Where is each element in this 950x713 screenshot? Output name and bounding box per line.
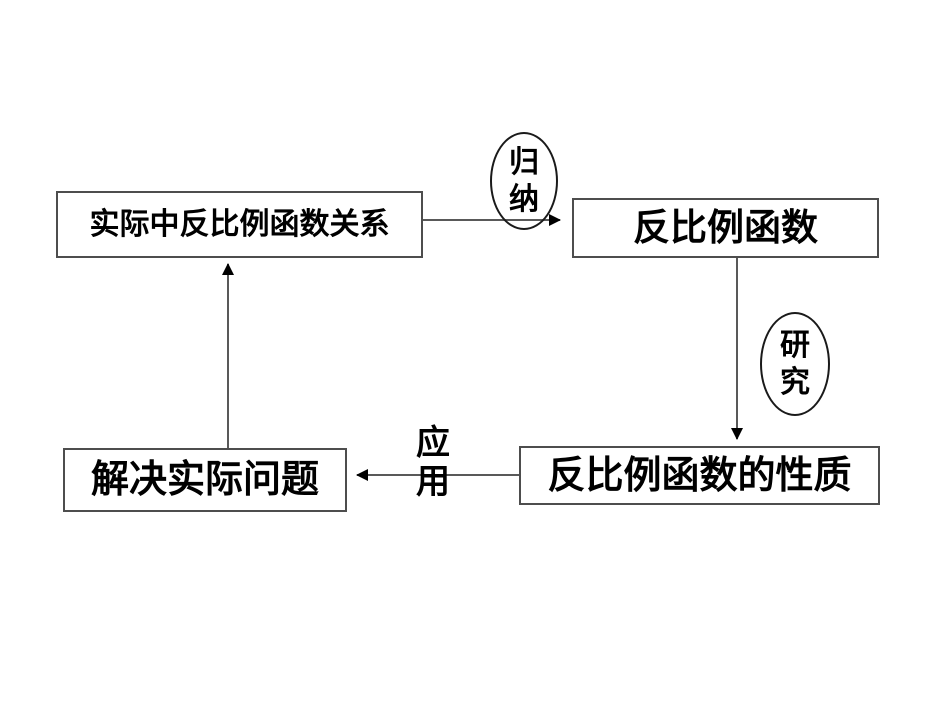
node-real-world-relation: 实际中反比例函数关系 (56, 191, 423, 258)
node-inverse-function-label: 反比例函数 (633, 207, 818, 249)
node-solve-practical-problems: 解决实际问题 (63, 448, 347, 512)
edge-label-oval-induce: 归纳 (490, 132, 558, 230)
node-solve-practical-problems-label: 解决实际问题 (90, 459, 319, 501)
node-inverse-function-properties: 反比例函数的性质 (519, 446, 880, 505)
edge-label-apply-text: 应用 (416, 425, 450, 501)
edge-label-research-text: 研究 (780, 329, 810, 399)
node-inverse-function: 反比例函数 (572, 198, 879, 258)
node-inverse-function-properties-label: 反比例函数的性质 (547, 454, 852, 497)
node-real-world-relation-label: 实际中反比例函数关系 (89, 207, 390, 241)
edge-label-induce-text: 归纳 (509, 146, 539, 216)
edge-label-oval-research: 研究 (760, 312, 830, 416)
